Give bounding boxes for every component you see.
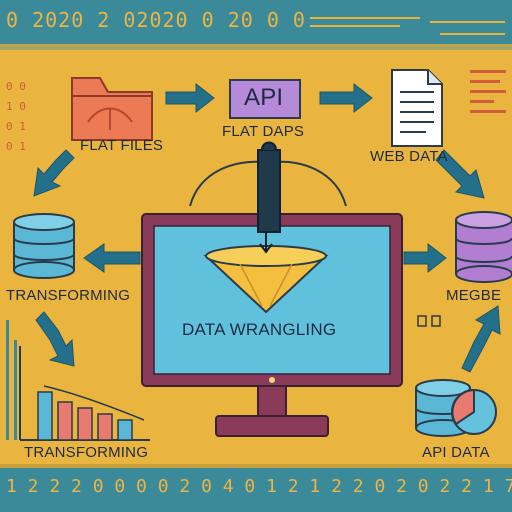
folder-icon <box>71 77 153 141</box>
top-binary-ticker: 0 2020 2 02020 0 20 0 0 00 02020 <box>6 8 306 32</box>
arrow-files-to-transforming <box>33 149 75 197</box>
side-decoration-left: 0 0 1 0 0 1 0 1 <box>6 80 26 440</box>
label-web-data: WEB DATA <box>370 148 448 165</box>
label-api-data: API DATA <box>422 444 490 461</box>
label-transforming-top: TRANSFORMING <box>6 287 131 304</box>
api-box <box>229 79 301 119</box>
svg-text:1 0: 1 0 <box>6 100 26 113</box>
label-data-wrangling: DATA WRANGLING <box>182 320 337 339</box>
bottom-border-band <box>0 464 512 512</box>
svg-text:0 1: 0 1 <box>6 140 26 153</box>
funnel-icon <box>203 141 329 314</box>
side-decoration-right <box>417 70 506 327</box>
arrow-monitor-to-transforming <box>83 243 141 273</box>
label-api: API <box>244 84 284 111</box>
arrow-api-data-to-megbe <box>461 305 501 373</box>
svg-text:0 0: 0 0 <box>6 80 26 93</box>
document-icon <box>391 69 443 147</box>
label-megbe: MEGBE <box>446 287 502 304</box>
arrow-transforming-to-chart <box>35 311 75 367</box>
bar-chart-icon <box>19 346 150 441</box>
database-icon-transforming <box>13 213 75 279</box>
flow-arrows <box>33 82 501 373</box>
database-pie-icon <box>415 379 497 437</box>
curved-arrows <box>189 157 347 207</box>
label-transforming-bottom: TRANSFORMING <box>24 444 149 461</box>
label-flat-files: FLAT FILES <box>80 137 164 154</box>
arrow-web-to-megbe <box>435 149 485 199</box>
arrow-monitor-to-megbe <box>403 242 447 274</box>
arrow-files-to-api <box>165 82 215 114</box>
database-icon-megbe <box>455 211 512 283</box>
svg-text:0 1: 0 1 <box>6 120 26 133</box>
label-flat-daps: FLAT DAPS <box>222 123 305 140</box>
bottom-binary-ticker: 1 2 2 2 0 0 0 0 2 0 4 0 1 2 1 2 2 0 2 0 … <box>6 476 512 497</box>
top-border-band <box>0 0 512 50</box>
arrow-api-to-web <box>319 82 373 114</box>
